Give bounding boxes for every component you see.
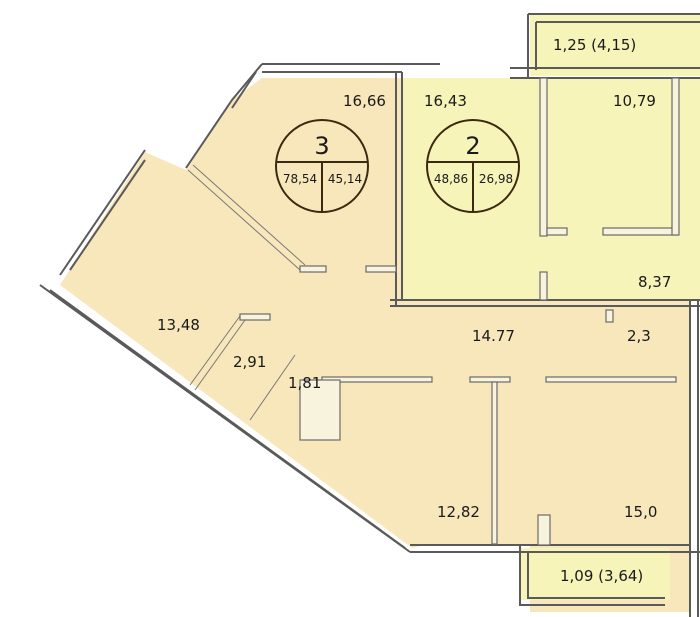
- room-area-label: 12,82: [437, 503, 480, 521]
- room-area-label: 2,3: [627, 327, 651, 345]
- interior-partitions: [187, 77, 680, 546]
- apartment-3-marker: 3 78,54 45,14: [275, 119, 369, 213]
- room-area-label: 16,43: [424, 92, 467, 110]
- apartment-2-area: [402, 78, 700, 300]
- apartment-2-marker: 2 48,86 26,98: [426, 119, 520, 213]
- apartment-3-living-area: 45,14: [328, 172, 362, 186]
- room-area-label: 16,66: [343, 92, 386, 110]
- apartment-2-total-area: 48,86: [434, 172, 468, 186]
- room-area-label: 1,81: [288, 374, 321, 392]
- room-area-label: 15,0: [624, 503, 657, 521]
- apartment-3-total-area: 78,54: [283, 172, 317, 186]
- balcony-area-label: 1,25 (4,15): [553, 36, 636, 54]
- apartment-2-number: 2: [465, 132, 480, 160]
- apartment-3-area: [60, 78, 690, 612]
- balcony-bottom: [520, 548, 670, 600]
- room-area-label: 2,91: [233, 353, 266, 371]
- room-area-label: 13,48: [157, 316, 200, 334]
- balcony-top: [530, 14, 700, 76]
- balcony-area-label: 1,09 (3,64): [560, 567, 643, 585]
- room-area-label: 8,37: [638, 273, 671, 291]
- apartment-3-number: 3: [314, 132, 329, 160]
- apartment-2-living-area: 26,98: [479, 172, 513, 186]
- room-area-label: 10,79: [613, 92, 656, 110]
- room-area-label: 14.77: [472, 327, 515, 345]
